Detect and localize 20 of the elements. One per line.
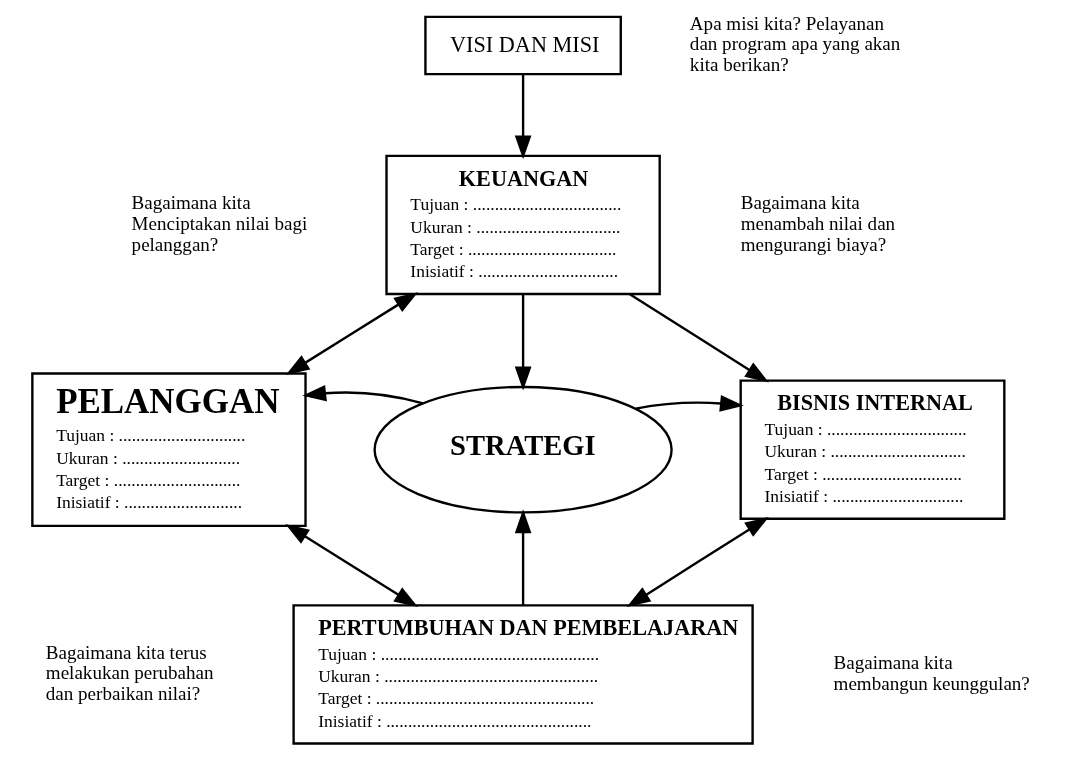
node-box: BISNIS INTERNAL Tujuan : ................................ Ukuran : ............................... Target : ................................ Inisiatif : .............................. — [739, 379, 1005, 520]
arrow — [628, 293, 769, 383]
node-box: KEUANGAN Tujuan : .................................. Ukuran : ................................. Target : .................................. Inisiatif : ................................ — [384, 154, 661, 296]
arrow — [285, 292, 418, 375]
node-label: Apa misi kita? Pelayanan dan program apa yang akan kita berikan? — [689, 12, 900, 76]
node-ellipse: STRATEGI — [372, 385, 673, 514]
arrow — [514, 294, 531, 391]
node-box: VISI DAN MISI — [423, 15, 622, 76]
node-box: PELANGGAN Tujuan : ............................. Ukuran : ........................... Target : ............................. Inisiatif : ........................... — [30, 372, 307, 528]
arrow — [626, 517, 769, 608]
label: Bagaimana kita Menciptakan nilai bagi pelanggan? — [131, 192, 307, 255]
arrow — [635, 395, 744, 412]
arrow — [514, 74, 531, 160]
label: Bagaimana kita membangun keunggulan? — [833, 652, 1030, 694]
arrow — [284, 524, 418, 608]
label: Bagaimana kita menambah nilai dan mengurangi biaya? — [740, 192, 895, 255]
arrow — [301, 384, 423, 405]
label: Bagaimana kita terus melakukan perubahan dan perbaikan nilai? — [45, 641, 214, 704]
arrow — [514, 509, 531, 606]
node-box: PERTUMBUHAN DAN PEMBELAJARAN Tujuan : .................................................. Ukuran : ................................................. Target : .................................................. Inisiatif : ............................................... — [291, 604, 754, 745]
